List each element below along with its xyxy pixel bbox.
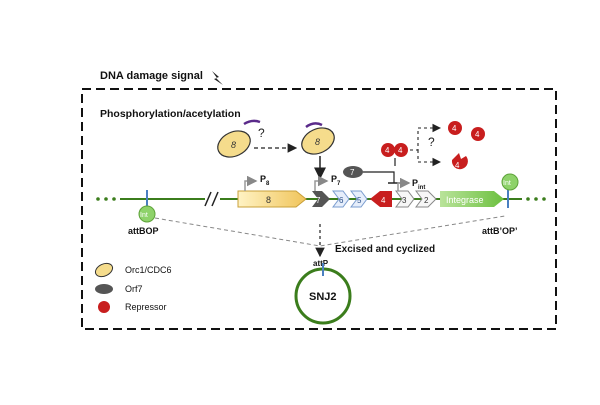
orc1-protein-modified: 8 bbox=[301, 122, 335, 155]
repressor-dimer-label-2: 4 bbox=[398, 146, 403, 155]
question-mark-1: ? bbox=[258, 126, 265, 140]
repressor-cleaved-label: 4 bbox=[455, 161, 460, 170]
excised-label: Excised and cyclized bbox=[335, 244, 435, 255]
legend-orc1-label: Orc1/CDC6 bbox=[125, 265, 172, 275]
legend-repressor-label: Repressor bbox=[125, 302, 167, 312]
gene-4-label: 4 bbox=[381, 196, 386, 205]
excision-path bbox=[154, 215, 506, 247]
question-mark-2: ? bbox=[428, 135, 435, 149]
orc1-protein-label: 8 bbox=[231, 140, 236, 150]
gene-integrase-label: Integrase bbox=[446, 195, 484, 205]
orc1-protein-unmodified: 8 bbox=[217, 130, 251, 158]
repressor-monomer-1-label: 4 bbox=[452, 124, 457, 133]
promoter-p8: P 8 bbox=[244, 174, 270, 191]
promoter-p8-sub: 8 bbox=[266, 181, 270, 187]
gene-integrase: Integrase bbox=[440, 191, 504, 207]
int-protein-left-label: Int bbox=[140, 212, 148, 219]
legend-repressor-swatch bbox=[98, 301, 110, 313]
gene-5-label: 5 bbox=[357, 196, 362, 205]
outer-dashed-box bbox=[81, 88, 557, 330]
legend-orf7-swatch bbox=[95, 284, 113, 294]
dna-break-mark bbox=[204, 191, 219, 207]
promoter-p7: P 7 bbox=[314, 174, 341, 191]
repressor-monomer-1: 4 bbox=[448, 121, 462, 135]
legend-orf7-label: Orf7 bbox=[125, 284, 143, 294]
repressor-degradation-arrow-down bbox=[417, 150, 442, 167]
attbop-prime-label: attB’OP’ bbox=[482, 226, 518, 236]
attp-label: attP bbox=[313, 259, 329, 268]
gene-2: 2 bbox=[415, 190, 437, 208]
promoter-p7-label: P bbox=[331, 174, 337, 184]
promoter-p8-label: P bbox=[260, 174, 266, 184]
repressor-monomer-2: 4 bbox=[471, 127, 485, 141]
orf7-inhibition-line bbox=[363, 171, 395, 183]
gene-6: 6 bbox=[332, 190, 350, 208]
int-protein-left: Int bbox=[138, 205, 156, 223]
orf7-protein: 7 bbox=[343, 166, 363, 178]
gene-8: 8 bbox=[237, 190, 307, 208]
title: DNA damage signal bbox=[100, 70, 203, 82]
orc1-modified-label: 8 bbox=[315, 137, 320, 147]
promoter-pint-sub: int bbox=[418, 185, 425, 191]
gene-6-label: 6 bbox=[339, 196, 344, 205]
gene-7-label: 7 bbox=[316, 196, 321, 205]
modification-label: Phosphorylation/acetylation bbox=[100, 108, 241, 120]
modification-mark bbox=[243, 119, 261, 126]
lightning-icon bbox=[212, 71, 223, 85]
gene-7: 7 bbox=[312, 191, 330, 207]
promoter-pint-label: P bbox=[412, 178, 418, 188]
legend-orc1-swatch bbox=[94, 262, 114, 278]
repressor-monomer-2-label: 4 bbox=[475, 130, 480, 139]
gene-4: 4 bbox=[370, 191, 392, 207]
gene-3-label: 3 bbox=[402, 196, 407, 205]
legend: Orc1/CDC6 Orf7 Repressor bbox=[94, 262, 172, 313]
repressor-dimer-label-1: 4 bbox=[385, 146, 390, 155]
gene-2-label: 2 bbox=[424, 196, 429, 205]
int-protein-right: Int bbox=[501, 173, 519, 191]
gene-5: 5 bbox=[350, 190, 368, 208]
int-protein-right-label: Int bbox=[503, 180, 511, 187]
repressor-cleaved: 4 bbox=[451, 153, 468, 170]
promoter-p7-sub: 7 bbox=[337, 181, 341, 187]
repressor-degradation-arrow-up bbox=[410, 123, 442, 151]
gene-3: 3 bbox=[395, 190, 415, 208]
attbop-label: attBOP bbox=[128, 226, 159, 236]
repressor-dimer: 4 4 bbox=[381, 143, 408, 157]
snj2-label: SNJ2 bbox=[309, 291, 337, 303]
orf7-protein-label: 7 bbox=[350, 168, 355, 177]
gene-8-label: 8 bbox=[266, 195, 271, 205]
promoter-pint: P int bbox=[397, 177, 425, 191]
